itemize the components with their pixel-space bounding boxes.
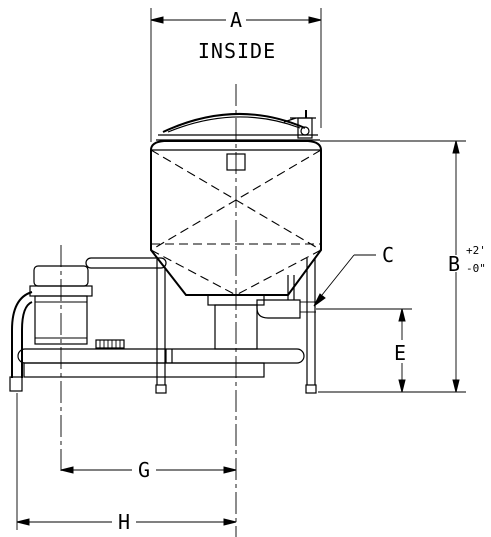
dimension-h-label: H <box>118 510 130 534</box>
dimension-b-label: B <box>448 252 460 276</box>
dimension-c: C <box>313 243 394 307</box>
tolerance-plus: +2' <box>466 244 486 257</box>
dimension-b: B +2' -0" <box>318 140 486 393</box>
tank-lid <box>156 110 320 141</box>
dimension-c-label: C <box>382 243 394 267</box>
tank-legs <box>155 258 317 394</box>
dimension-a: A INSIDE <box>150 8 322 142</box>
dimension-e: E <box>316 308 412 393</box>
dimension-g-label: G <box>138 458 150 482</box>
dimension-g: G <box>60 458 237 482</box>
dimension-e-label: E <box>394 341 406 365</box>
tank-outlet <box>207 294 316 350</box>
frame-rails <box>9 257 305 392</box>
tolerance-minus: -0" <box>466 262 486 275</box>
inside-label: INSIDE <box>198 39 276 63</box>
dimension-a-label: A <box>230 8 242 32</box>
dimension-h: H <box>16 393 237 534</box>
pump-motor <box>11 265 125 378</box>
